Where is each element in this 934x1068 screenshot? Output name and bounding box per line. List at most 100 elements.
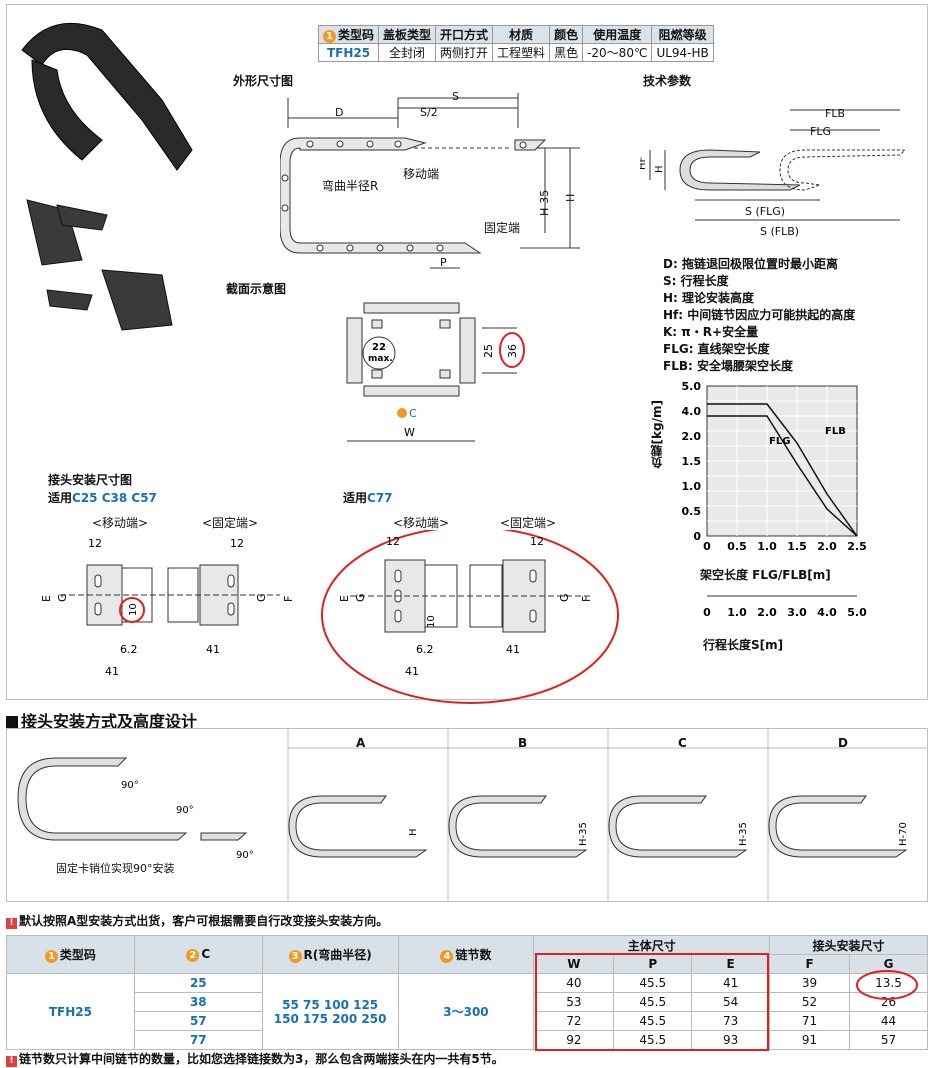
svg-text:41: 41 <box>206 643 220 656</box>
chart-xtick: 2.5 <box>847 540 867 553</box>
svg-text:90°: 90° <box>236 850 254 861</box>
chart-xtick: 1.5 <box>787 540 807 553</box>
param-item: S: 行程长度 <box>663 274 729 288</box>
chart-series-label: FLB <box>825 426 846 437</box>
svg-text:90°: 90° <box>176 805 194 816</box>
chart-ylabel: 负载[kg/m] <box>650 400 664 469</box>
cell-f: 39 <box>769 973 851 993</box>
chart-xtick2: 5.0 <box>847 606 867 619</box>
param-item: D: 拖链退回极限位置时最小距离 <box>663 257 838 271</box>
spec-header: 使用温度 <box>582 25 653 44</box>
cell-c: 38 <box>133 992 263 1012</box>
apply1: 适用C25 C38 C57 <box>48 491 157 505</box>
spec-cell: -20～80℃ <box>582 43 653 62</box>
chart-series-FLB <box>707 403 858 537</box>
th-g: G <box>849 954 928 974</box>
mount-header-a: A <box>356 736 366 750</box>
chart-ytick: 1.0 <box>682 480 702 493</box>
th-f: F <box>769 954 851 974</box>
move-end-label: 移动端 <box>403 167 440 181</box>
svg-text:25: 25 <box>482 344 495 358</box>
svg-text:F: F <box>580 596 593 602</box>
note-1: !默认按照A型安装方式出货，客户可根据需要自行改变接头安装方向。 <box>6 912 388 929</box>
outline-title: 外形尺寸图 <box>233 74 294 88</box>
svg-text:12: 12 <box>230 537 244 550</box>
svg-text:36: 36 <box>506 344 519 358</box>
svg-text:W: W <box>404 426 415 439</box>
product-panel <box>6 4 928 700</box>
cell-c: 77 <box>133 1030 263 1050</box>
chart-xtick2: 3.0 <box>787 606 807 619</box>
cell-g: 13.5 <box>849 973 928 993</box>
bend-radius-label: 弯曲半径R <box>322 179 379 193</box>
cell-w: 53 <box>533 992 615 1012</box>
svg-text:FLB: FLB <box>825 107 845 120</box>
spec-cell: UL94-HB <box>651 43 714 62</box>
section-drawing: 22 max. 25 36 W C <box>346 302 525 442</box>
chart-series-FLG <box>707 415 858 537</box>
param-item: FLG: 直线架空长度 <box>663 342 770 356</box>
cell-c: 57 <box>133 1011 263 1031</box>
product-photo <box>21 22 193 331</box>
chart-xtick2: 0 <box>703 606 711 619</box>
chart-xtick: 1.0 <box>757 540 777 553</box>
spec-cell: 全封闭 <box>378 43 437 62</box>
svg-text:H: H <box>564 194 577 202</box>
note-2: !链节数只计算中间链节的数量，比如您选择链接数为3，那么包含两端接头在内一共有5… <box>6 1050 504 1067</box>
chart-series-label: FLG <box>769 436 790 447</box>
chart-xtick: 0 <box>703 540 711 553</box>
svg-text:41: 41 <box>506 643 520 656</box>
mount-note: 固定卡销位实现90°安装 <box>56 862 175 875</box>
svg-text:90°: 90° <box>121 780 139 791</box>
chart-xtick: 0.5 <box>727 540 747 553</box>
svg-text:C: C <box>409 407 417 420</box>
fixed-end-2: <固定端> <box>500 516 557 530</box>
cell-f: 91 <box>769 1030 851 1050</box>
mount-header-c: C <box>678 736 687 750</box>
fixed-end-label: 固定端 <box>484 221 521 235</box>
svg-text:H-70: H-70 <box>898 822 909 846</box>
svg-text:FLG: FLG <box>810 125 831 138</box>
spec-header: 开口方式 <box>435 25 494 44</box>
chart-xtick2: 1.0 <box>727 606 747 619</box>
joint-title: 接头安装尺寸图 <box>48 473 133 487</box>
chart-ytick: 0.5 <box>682 505 702 518</box>
svg-text:P: P <box>440 256 447 269</box>
svg-text:12: 12 <box>530 535 544 548</box>
tech-drawing: FLB FLG S (FLG) S (FLB) HF H <box>640 107 907 238</box>
spec-cell: 工程塑料 <box>492 43 551 62</box>
outline-drawing: D S/2 S H H-35 P <box>280 90 580 269</box>
svg-text:S: S <box>452 90 459 103</box>
chart-xlabel2: 行程长度S[m] <box>703 638 784 652</box>
spec-cell: TFH25 <box>317 43 380 62</box>
svg-text:S/2: S/2 <box>420 106 438 119</box>
mount-panel <box>6 728 928 902</box>
svg-text:41: 41 <box>105 665 119 678</box>
cell-w: 40 <box>533 973 615 993</box>
spec-cell: 两侧打开 <box>435 43 494 62</box>
svg-text:E: E <box>40 595 53 602</box>
param-item: Hf: 中间链节因应力可能拱起的高度 <box>663 308 856 322</box>
param-item: H: 理论安装高度 <box>663 291 755 305</box>
move-end-1: <移动端> <box>92 516 149 530</box>
apply2: 适用C77 <box>343 491 393 505</box>
spec-header: 阻燃等级 <box>651 25 714 44</box>
th-joint: 接头安装尺寸 <box>769 935 928 955</box>
param-item: K: π・R+安全量 <box>663 325 759 339</box>
svg-text:6.2: 6.2 <box>416 643 434 656</box>
svg-text:G: G <box>56 593 69 602</box>
svg-text:S (FLG): S (FLG) <box>745 205 785 218</box>
spec-header: 颜色 <box>549 25 584 44</box>
cell-c: 25 <box>133 973 263 993</box>
highlight-overlay <box>535 953 918 1051</box>
cell-links: 3～300 <box>397 973 535 1050</box>
param-list: D: 拖链退回极限位置时最小距离 S: 行程长度 H: 理论安装高度 Hf: 中… <box>663 256 855 375</box>
mount-header-d: D <box>838 736 848 750</box>
